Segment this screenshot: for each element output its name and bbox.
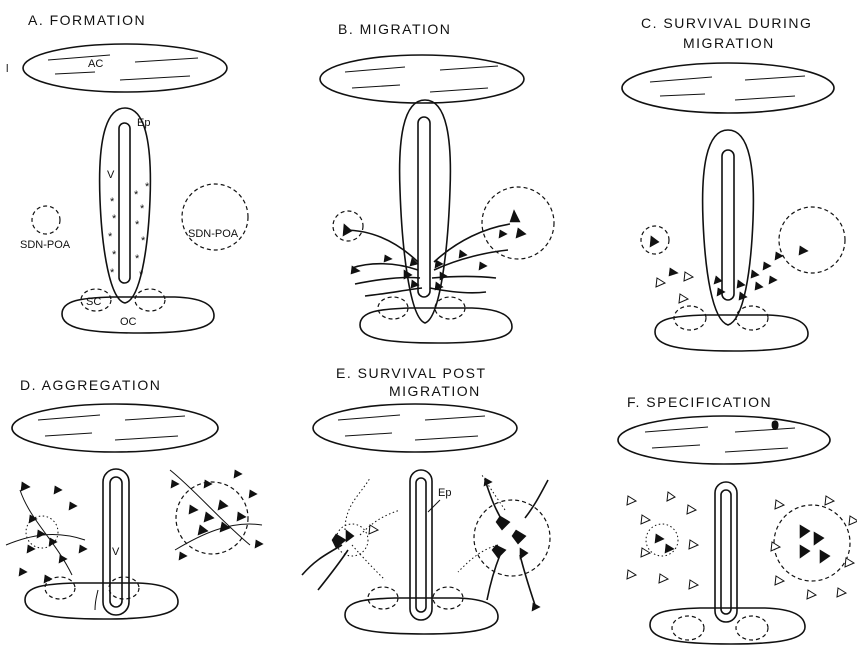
third-ventricle-wall (103, 469, 129, 615)
commissure-fibers (650, 76, 805, 100)
anterior-commissure (12, 404, 218, 452)
specified-neurons (627, 492, 857, 599)
optic-chiasm (345, 598, 498, 634)
svg-text:*: * (110, 196, 115, 208)
panel-c-title-line2: MIGRATION (683, 35, 775, 51)
third-ventricle-wall (703, 130, 754, 325)
ventricle-lumen (418, 117, 430, 297)
sdn-poa-right (482, 187, 554, 259)
svg-text:*: * (140, 203, 145, 215)
aggregate-right (774, 505, 850, 581)
suprachiasmatic-left (45, 577, 75, 599)
axon-fibers (6, 470, 262, 610)
panel-c-survival-during-migration: C. SURVIVAL DURING MIGRATION (622, 15, 845, 351)
label-sdn-poa-left: SDN-POA (20, 239, 71, 251)
svg-text:*: * (134, 189, 139, 201)
svg-text:*: * (112, 249, 117, 261)
svg-text:*: * (139, 269, 144, 281)
marker-dot (772, 420, 779, 430)
label-ep: Ep (438, 487, 451, 499)
suprachiasmatic-left (672, 616, 704, 640)
panel-f-specification: F. SPECIFICATION (618, 394, 857, 644)
sdn-poa-left (333, 211, 363, 241)
surviving-neurons (332, 478, 540, 611)
panel-d-aggregation: D. AGGREGATION V (6, 377, 263, 619)
panel-a-formation: A. FORMATION AC V Ep ***** ******* SDN-P… (20, 12, 248, 333)
suprachiasmatic-right (736, 616, 768, 640)
label-ep: Ep (137, 117, 150, 129)
ventricle-lumen (110, 477, 122, 607)
anterior-commissure (23, 44, 227, 92)
suprachiasmatic-right (109, 577, 139, 599)
svg-text:*: * (112, 213, 117, 225)
svg-text:*: * (110, 267, 115, 279)
suprachiasmatic-right (135, 289, 165, 311)
anterior-commissure (320, 55, 524, 103)
migration-arrows (344, 224, 510, 296)
label-v: V (112, 546, 120, 558)
svg-text:*: * (135, 219, 140, 231)
sdn-poa-right (779, 207, 845, 273)
sdn-poa-right (182, 184, 248, 250)
label-sc: SC (86, 296, 101, 308)
optic-chiasm (62, 297, 214, 333)
panel-c-title-line1: C. SURVIVAL DURING (641, 15, 812, 31)
svg-text:*: * (141, 235, 146, 247)
aggregating-neurons (19, 470, 263, 583)
stray-mark: l (6, 63, 8, 75)
commissure-fibers (645, 427, 795, 452)
surviving-neurons (650, 236, 808, 300)
label-v: V (107, 169, 115, 181)
ventricle-lumen (416, 478, 426, 612)
panel-f-title: F. SPECIFICATION (627, 394, 772, 410)
anterior-commissure (618, 416, 830, 464)
commissure-fibers (338, 415, 485, 440)
ventricle-lumen (119, 123, 130, 283)
degenerating-processes (345, 475, 505, 580)
panel-e-survival-post-migration: E. SURVIVAL POST MIGRATION Ep (302, 365, 550, 634)
ventricle-lumen (721, 490, 731, 614)
svg-text:*: * (145, 181, 150, 193)
optic-chiasm (360, 308, 512, 343)
ventricle-lumen (722, 150, 734, 300)
label-ac: AC (88, 58, 103, 70)
label-oc: OC (120, 316, 137, 328)
ep-pointer-line (428, 500, 440, 512)
panel-e-title-line2: MIGRATION (389, 383, 481, 399)
third-ventricle-wall (715, 482, 737, 622)
aggregate-right (474, 500, 550, 576)
anterior-commissure (313, 404, 517, 452)
svg-text:*: * (135, 253, 140, 265)
dying-neurons (656, 272, 693, 303)
panel-b-title: B. MIGRATION (338, 21, 451, 37)
commissure-fibers (38, 415, 185, 440)
panel-e-title-line1: E. SURVIVAL POST (336, 365, 487, 381)
commissure-fibers (48, 55, 198, 80)
optic-chiasm (25, 583, 178, 619)
commissure-fibers (345, 66, 498, 92)
svg-text:*: * (108, 231, 113, 243)
suprachiasmatic-left (674, 306, 706, 330)
label-sdn-poa-right: SDN-POA (188, 228, 239, 240)
panel-d-title: D. AGGREGATION (20, 377, 161, 393)
anterior-commissure (622, 63, 834, 113)
sdn-poa-left (32, 206, 60, 234)
optic-chiasm (655, 315, 808, 351)
panel-a-title: A. FORMATION (28, 12, 146, 28)
panel-b-migration: B. MIGRATION (320, 21, 554, 343)
